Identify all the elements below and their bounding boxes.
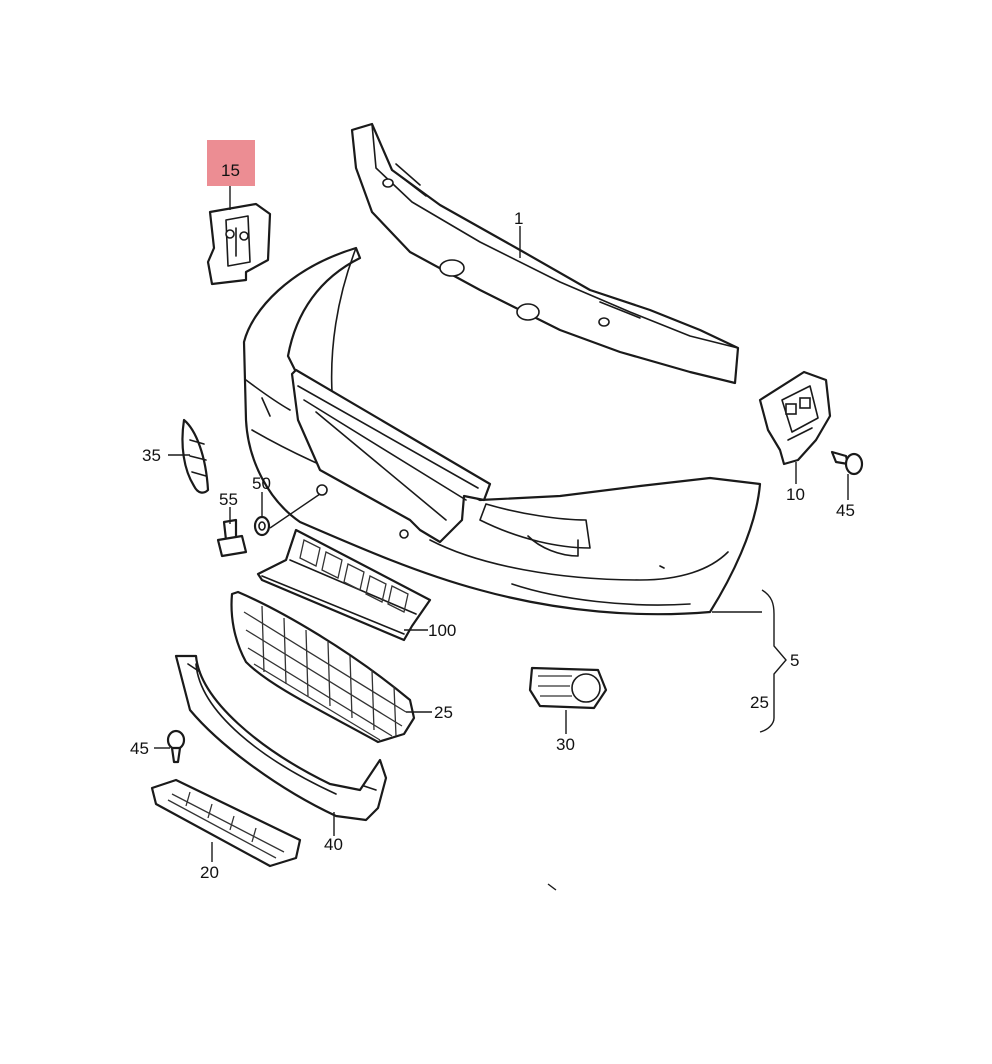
callout-35[interactable]: 35 <box>142 446 161 465</box>
clip-right[interactable] <box>830 450 864 476</box>
callout-50[interactable]: 50 <box>252 474 271 493</box>
bracket-right[interactable] <box>758 370 832 466</box>
side-insert-left[interactable] <box>181 418 210 494</box>
fog-light-cover[interactable] <box>528 666 608 710</box>
callout-15[interactable]: 15 <box>221 161 240 180</box>
washer[interactable] <box>253 515 271 537</box>
callout-25-grille[interactable]: 25 <box>434 703 453 722</box>
callout-20[interactable]: 20 <box>200 863 219 882</box>
callout-labels: 1 15 10 45 35 55 50 100 5 25 25 30 45 40… <box>130 161 855 882</box>
callout-55[interactable]: 55 <box>219 490 238 509</box>
callout-45-left[interactable]: 45 <box>130 739 149 758</box>
lower-spoiler-trim[interactable] <box>174 654 388 822</box>
callout-40[interactable]: 40 <box>324 835 343 854</box>
grille-carrier-frame[interactable] <box>290 368 492 544</box>
license-plate-holder[interactable] <box>256 528 432 642</box>
under-panel[interactable] <box>150 778 302 868</box>
reinforcement-beam[interactable] <box>350 122 740 385</box>
callout-25-right[interactable]: 25 <box>750 693 769 712</box>
lower-grille[interactable] <box>230 590 416 744</box>
screw[interactable] <box>216 518 248 558</box>
callout-10[interactable]: 10 <box>786 485 805 504</box>
callout-1[interactable]: 1 <box>514 209 523 228</box>
callout-30[interactable]: 30 <box>556 735 575 754</box>
bracket-left[interactable] <box>206 202 272 286</box>
clip-left[interactable] <box>166 729 186 764</box>
callout-highlight <box>207 140 255 186</box>
callout-100[interactable]: 100 <box>428 621 456 640</box>
leader-lines <box>154 182 849 891</box>
callout-45-right[interactable]: 45 <box>836 501 855 520</box>
callout-5[interactable]: 5 <box>790 651 799 670</box>
